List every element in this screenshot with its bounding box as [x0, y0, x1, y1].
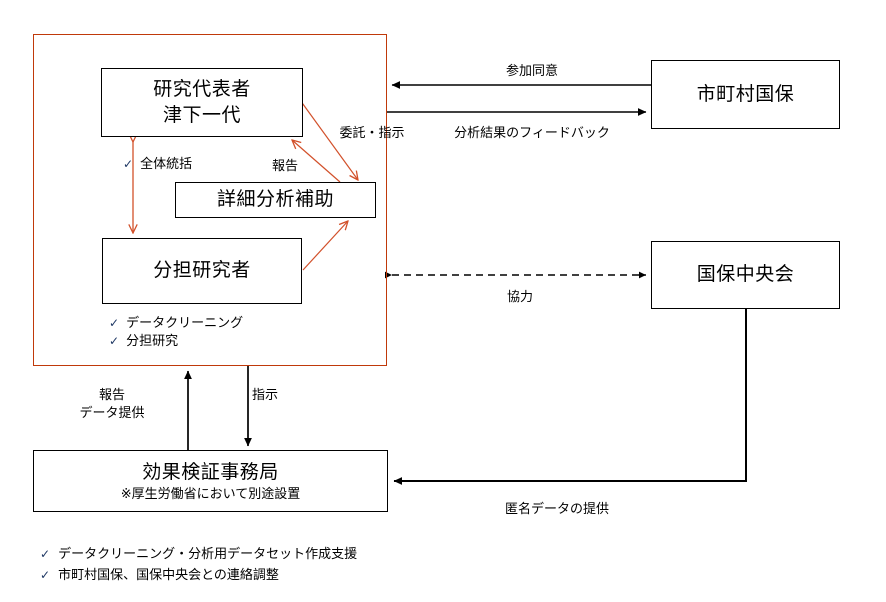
- bullet-data-cleaning: ✓ データクリーニング: [109, 313, 243, 333]
- box-detailed-analysis-support[interactable]: 詳細分析補助: [175, 182, 376, 218]
- check-icon: ✓: [109, 334, 120, 348]
- box-lead-researcher[interactable]: 研究代表者 津下一代: [101, 68, 303, 137]
- box-lead-researcher-line2: 津下一代: [162, 104, 241, 126]
- label-instruction: 指示: [251, 387, 279, 402]
- label-report-to-lead: 報告: [271, 158, 299, 173]
- bullet-overall-supervision-label: 全体統括: [140, 156, 193, 171]
- check-icon: ✓: [40, 568, 51, 583]
- label-commission-instruction: 委託・指示: [339, 125, 405, 140]
- arrow-lead-to-analysis-support: [299, 99, 358, 180]
- box-municipal-nhi-label: 市町村国保: [696, 83, 795, 105]
- label-report: 報告: [98, 387, 126, 402]
- check-icon: ✓: [123, 157, 134, 171]
- bullet-shared-research: ✓ 分担研究: [109, 331, 178, 351]
- research-team-group-frame: [33, 34, 387, 366]
- label-analysis-feedback: 分析結果のフィードバック: [454, 125, 610, 140]
- box-lead-researcher-line1: 研究代表者: [153, 79, 251, 101]
- label-anonymous-data-provision: 匿名データの提供: [504, 501, 610, 516]
- footer-note-1: ✓ データクリーニング・分析用データセット作成支援: [40, 543, 357, 564]
- arrow-anonymous-data-provision: [393, 309, 747, 485]
- box-detailed-analysis-support-label: 詳細分析補助: [216, 189, 334, 211]
- label-data-provision: データ提供: [79, 405, 145, 420]
- arrow-co-researcher-to-analysis-support: [302, 221, 348, 271]
- footer-note-2-label: 市町村国保、国保中央会との連絡調整: [58, 567, 279, 583]
- footer-note-2: ✓ 市町村国保、国保中央会との連絡調整: [40, 564, 357, 585]
- box-effect-verification-office-label: 効果検証事務局: [142, 461, 279, 483]
- box-effect-verification-office-subtitle: ※厚生労働省において別途設置: [120, 485, 301, 501]
- box-co-researcher-label: 分担研究者: [153, 260, 251, 282]
- box-nhi-central-association-label: 国保中央会: [696, 264, 795, 286]
- label-participation-consent: 参加同意: [505, 63, 559, 78]
- footer-note-1-label: データクリーニング・分析用データセット作成支援: [58, 546, 358, 561]
- box-co-researcher[interactable]: 分担研究者: [102, 238, 302, 304]
- check-icon: ✓: [40, 547, 51, 561]
- bullet-overall-supervision: ✓ 全体統括: [123, 154, 192, 174]
- label-cooperation: 協力: [506, 289, 534, 304]
- arrow-analysis-support-to-lead: [292, 140, 341, 183]
- bullet-data-cleaning-label: データクリーニング: [126, 315, 244, 330]
- box-effect-verification-office[interactable]: 効果検証事務局 ※厚生労働省において別途設置: [33, 450, 388, 512]
- box-municipal-nhi[interactable]: 市町村国保: [651, 60, 840, 129]
- footer-notes: ✓ データクリーニング・分析用データセット作成支援 ✓ 市町村国保、国保中央会との連…: [40, 543, 357, 586]
- box-nhi-central-association[interactable]: 国保中央会: [651, 241, 840, 309]
- bullet-shared-research-label: 分担研究: [126, 333, 179, 348]
- check-icon: ✓: [109, 316, 120, 330]
